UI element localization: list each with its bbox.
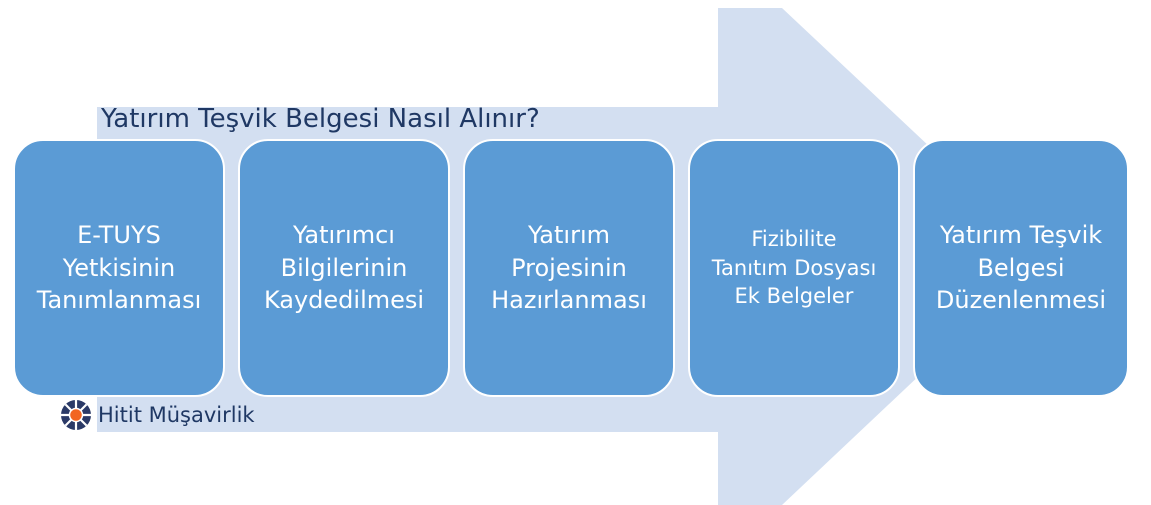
- step-5-label: Yatırım Teşvik Belgesi Düzenlenmesi: [935, 221, 1107, 315]
- brand-name: Hitit Müşavirlik: [98, 403, 255, 427]
- step-1-label: E-TUYS Yetkisinin Tanımlanması: [36, 221, 202, 315]
- step-4-box: Fizibilite Tanıtım Dosyası Ek Belgeler: [688, 139, 900, 397]
- step-3-label: Yatırım Projesinin Hazırlanması: [491, 221, 647, 315]
- diagram-title: Yatırım Teşvik Belgesi Nasıl Alınır?: [101, 104, 540, 134]
- step-3-box: Yatırım Projesinin Hazırlanması: [463, 139, 675, 397]
- step-1-box: E-TUYS Yetkisinin Tanımlanması: [13, 139, 225, 397]
- brand-logo: Hitit Müşavirlik: [60, 399, 255, 431]
- step-4-label: Fizibilite Tanıtım Dosyası Ek Belgeler: [711, 227, 877, 309]
- step-5-box: Yatırım Teşvik Belgesi Düzenlenmesi: [913, 139, 1129, 397]
- step-2-label: Yatırımcı Bilgilerinin Kaydedilmesi: [263, 221, 425, 315]
- compass-logo-icon: [61, 400, 91, 430]
- step-2-box: Yatırımcı Bilgilerinin Kaydedilmesi: [238, 139, 450, 397]
